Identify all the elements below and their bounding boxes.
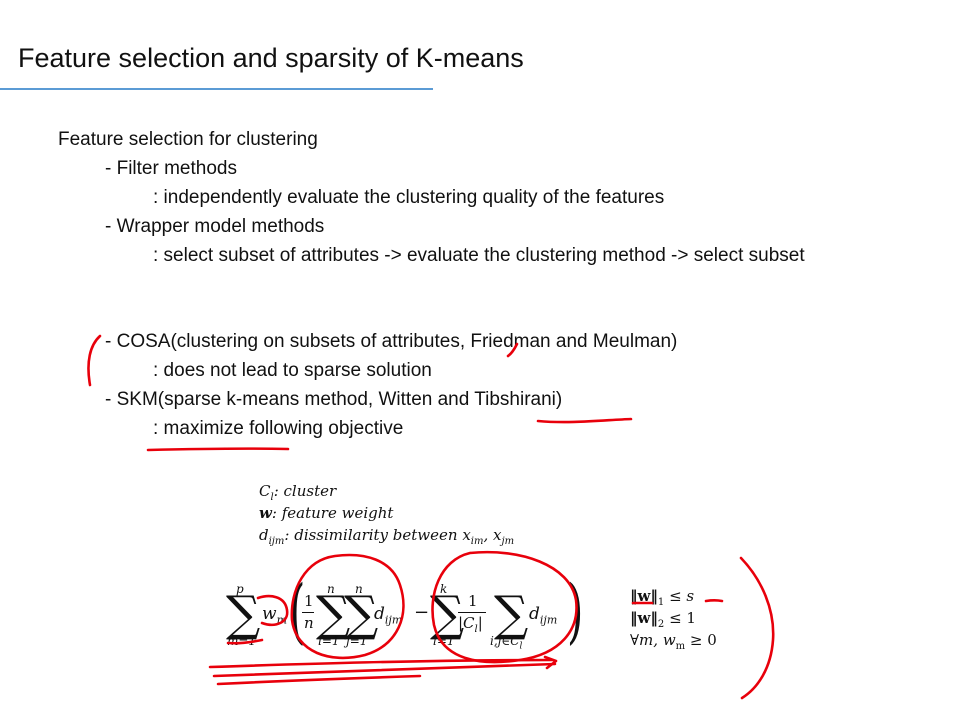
sum-i-bottom: i=1 bbox=[318, 634, 340, 648]
one-over-n-bar bbox=[302, 612, 314, 613]
bullet-wrapper-methods: - Wrapper model methods bbox=[105, 216, 325, 237]
weight-symbol: wm bbox=[262, 604, 287, 627]
constraint-l1: ‖w‖1 ≤ s bbox=[630, 587, 695, 608]
right-paren: ) bbox=[567, 570, 584, 652]
sum-j-bottom: j=1 bbox=[346, 634, 368, 648]
ink-arrowhead bbox=[543, 655, 558, 670]
bullet-filter-desc: : independently evaluate the clustering … bbox=[153, 187, 665, 208]
frac-bar bbox=[458, 612, 486, 613]
constraint-nonneg: ∀m, wm ≥ 0 bbox=[630, 631, 717, 652]
definition-weight: w: feature weight bbox=[259, 504, 394, 522]
bullet-skm: - SKM(sparse k-means method, Witten and … bbox=[105, 389, 563, 410]
one-over-n-den: n bbox=[304, 614, 314, 632]
sum-ij-sigma: ∑ bbox=[494, 586, 529, 642]
definition-dissimilarity: dijm: dissimilarity between xim, xjm bbox=[259, 526, 515, 547]
bullet-cosa: - COSA(clustering on subsets of attribut… bbox=[105, 331, 678, 352]
bullet-cosa-desc: : does not lead to sparse solution bbox=[153, 360, 432, 381]
definition-cluster: Cl: cluster bbox=[259, 482, 337, 503]
ink-underline-tibshirani bbox=[536, 417, 633, 424]
constraints-block: ‖w‖1 ≤ s ‖w‖2 ≤ 1 ∀m, wm ≥ 0 bbox=[630, 585, 717, 652]
bullet-wrapper-desc: : select subset of attributes -> evaluat… bbox=[153, 245, 805, 266]
bullet-heading: Feature selection for clustering bbox=[58, 129, 318, 150]
ink-strike-2 bbox=[212, 662, 557, 678]
dissim-symbol-2: dijm bbox=[529, 604, 558, 627]
bullet-filter-methods: - Filter methods bbox=[105, 158, 237, 179]
title-underline bbox=[0, 88, 433, 90]
sum-l-bottom: l=1 bbox=[433, 634, 455, 648]
ink-strike-3 bbox=[216, 674, 422, 686]
definitions-block: Cl: cluster w: feature weight dijm: diss… bbox=[259, 480, 515, 547]
sum-m-top: p bbox=[236, 582, 244, 596]
left-paren: ( bbox=[289, 570, 306, 652]
sum-m-sigma: ∑ bbox=[226, 586, 261, 642]
sum-m-bottom: m=1 bbox=[227, 634, 257, 648]
bullet-skm-desc: : maximize following objective bbox=[153, 418, 404, 439]
dissim-symbol-1: dijm bbox=[374, 604, 403, 627]
ink-strike-1 bbox=[208, 658, 554, 669]
one-over-n-num: 1 bbox=[304, 592, 314, 610]
minus-sign: − bbox=[414, 602, 430, 623]
sum-ij-bottom: i,j∈Cl bbox=[490, 634, 523, 652]
constraint-l2: ‖w‖2 ≤ 1 bbox=[630, 609, 696, 630]
ink-bracket-constraints bbox=[739, 556, 775, 700]
frac-den: |Cl| bbox=[458, 614, 483, 635]
ink-underline-objective bbox=[146, 447, 290, 452]
ink-bracket-cosa bbox=[87, 334, 102, 387]
frac-num: 1 bbox=[468, 592, 478, 610]
slide-title: Feature selection and sparsity of K-mean… bbox=[18, 43, 524, 73]
